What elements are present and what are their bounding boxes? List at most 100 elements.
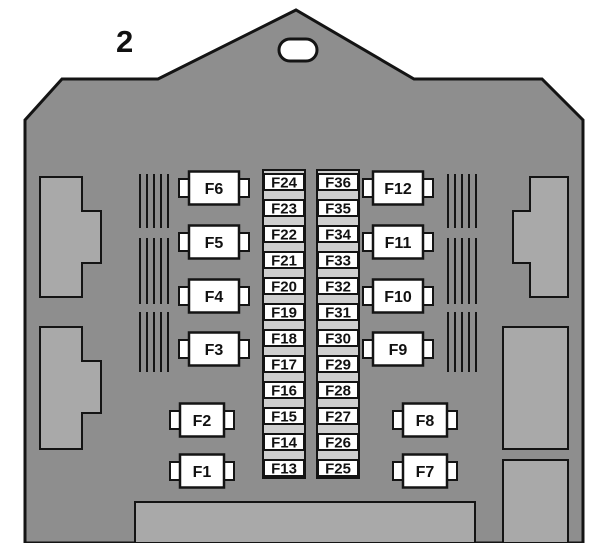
fuse-f12: F12 [362,170,434,206]
fuse-terminal [238,178,250,198]
fuse-label: F15 [271,409,297,426]
fuse-f19: F19 [263,303,305,322]
fuse-body [263,355,305,373]
fuse-label: F18 [271,331,297,348]
fuse-f21: F21 [263,251,305,270]
fuse-terminal [238,286,250,306]
fuse-body [317,381,359,399]
fuse-f24: F24 [263,173,305,192]
fuse-body [187,278,241,314]
fuse-f7: F7 [392,453,458,489]
fuse-body [371,331,425,367]
fuse-f31: F31 [317,303,359,322]
fuse-label: F1 [193,464,212,481]
fuse-label: F9 [389,342,408,359]
fuse-f36: F36 [317,173,359,192]
fuse-f33: F33 [317,251,359,270]
fuse-f32: F32 [317,277,359,296]
fuse-f6: F6 [178,170,250,206]
fuse-label: F16 [271,383,297,400]
fuse-body [263,433,305,451]
fuse-f27: F27 [317,407,359,426]
fuse-terminal [223,410,235,430]
fuse-label: F12 [384,181,412,198]
mini-fuse-holder-left [262,169,306,479]
fuse-body [263,303,305,321]
fuse-label: F31 [325,305,351,322]
fuse-f11: F11 [362,224,434,260]
side-connectors [39,176,569,543]
fuse-label: F32 [325,279,351,296]
fuse-body [317,459,359,477]
fuse-body [371,224,425,260]
fuse-body [317,225,359,243]
fuse-f26: F26 [317,433,359,452]
fuse-f8: F8 [392,402,458,438]
fuse-f13: F13 [263,459,305,478]
fuse-label: F33 [325,253,351,270]
fuse-terminal [446,410,458,430]
fuse-body [371,170,425,206]
fuse-terminal [178,232,190,252]
right-connector-bottom [502,459,569,543]
fuse-f14: F14 [263,433,305,452]
fuse-label: F11 [385,235,412,252]
fuse-label: F7 [416,464,435,481]
fuse-label: F24 [271,175,298,192]
fuse-terminal [422,178,434,198]
fuse-f20: F20 [263,277,305,296]
fuse-f5: F5 [178,224,250,260]
mini-fuse-holder-right [316,169,360,479]
fuse-terminal [362,232,374,252]
fuse-terminal [446,461,458,481]
fuse-terminal [362,178,374,198]
fuse-f9: F9 [362,331,434,367]
fuse-body [187,224,241,260]
fuse-body [178,453,226,489]
fuse-label: F5 [205,235,224,252]
fuse-f2: F2 [169,402,235,438]
fuse-body [263,277,305,295]
fuse-label: F10 [384,289,412,306]
fuse-label: F34 [325,227,352,244]
fuse-label: F27 [325,409,351,426]
left-connector-upper [39,176,102,298]
fuse-label: F13 [271,461,297,478]
fuse-terminal [178,286,190,306]
fuse-f28: F28 [317,381,359,400]
fuse-body [317,173,359,191]
fuse-terminal [422,286,434,306]
fuse-terminal [178,339,190,359]
fuse-body [263,407,305,425]
fuse-f1: F1 [169,453,235,489]
fuse-label: F36 [325,175,351,192]
fuse-f15: F15 [263,407,305,426]
fuse-body [263,173,305,191]
fuse-terminal [392,410,404,430]
fuse-label: F23 [271,201,297,218]
fuse-label: F26 [325,435,351,452]
fuse-label: F14 [271,435,298,452]
fuse-f34: F34 [317,225,359,244]
fuse-label: F3 [205,342,224,359]
fuse-label: F30 [325,331,351,348]
fuse-label: F21 [271,253,297,270]
fuse-label: F2 [193,413,212,430]
fuse-body [263,459,305,477]
fuse-body [317,433,359,451]
fuse-body [263,199,305,217]
fuse-terminal [238,339,250,359]
fuse-body [263,381,305,399]
fuse-f10: F10 [362,278,434,314]
fuse-body [317,407,359,425]
fuse-body [317,251,359,269]
fuse-label: F4 [205,289,224,306]
fuse-body [401,402,449,438]
slot-stripes [139,174,477,372]
fuse-body [317,199,359,217]
fuse-body [371,278,425,314]
fuse-terminal [362,339,374,359]
bottom-connector [134,501,476,543]
fuse-label: F28 [325,383,351,400]
fuse-body [317,355,359,373]
